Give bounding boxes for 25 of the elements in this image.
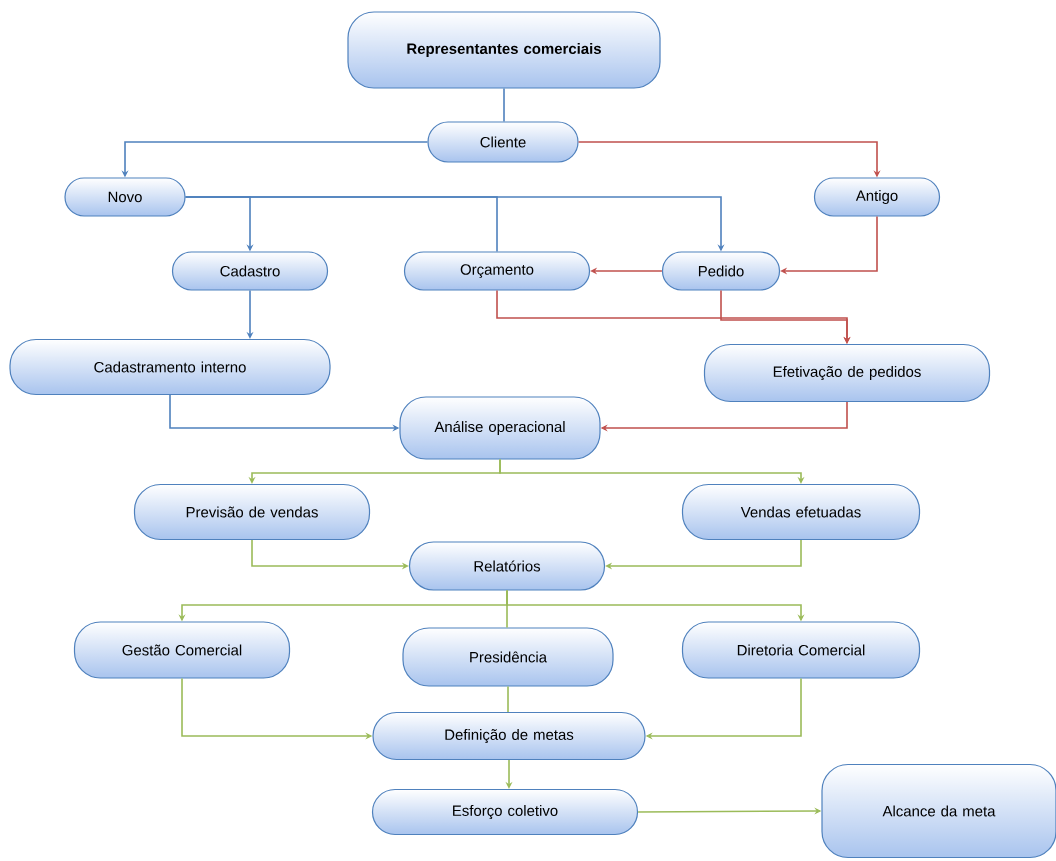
process-box: Orçamento <box>403 251 591 291</box>
arrow <box>720 289 851 344</box>
process-box: Efetivação de pedidos <box>703 343 991 403</box>
arrow <box>499 458 805 484</box>
process-box: Alcance da meta <box>821 763 1056 859</box>
process-box: Gestão Comercial <box>73 621 291 679</box>
arrow <box>780 215 878 275</box>
process-box: Presidência <box>402 627 614 687</box>
process-box: Cliente <box>427 121 579 163</box>
arrow <box>605 539 802 570</box>
process-box: Representantes comerciais <box>347 11 661 89</box>
process-box: Diretoria Comercial <box>681 621 921 679</box>
process-box: Previsão de vendas <box>133 483 371 541</box>
process-box: Antigo <box>813 177 941 217</box>
process-box: Novo <box>64 177 186 217</box>
connector-line <box>503 87 505 123</box>
process-box: Relatórios <box>408 541 606 591</box>
connector-line <box>507 685 509 713</box>
process-box: Vendas efetuadas <box>681 483 921 541</box>
process-box: Análise operacional <box>399 396 601 460</box>
process-box: Pedido <box>661 251 781 291</box>
process-box: Cadastramento interno <box>9 338 331 396</box>
process-box: Esforço coletivo <box>371 788 639 836</box>
process-box: Definição de metas <box>372 711 646 761</box>
process-box: Cadastro <box>171 251 329 291</box>
